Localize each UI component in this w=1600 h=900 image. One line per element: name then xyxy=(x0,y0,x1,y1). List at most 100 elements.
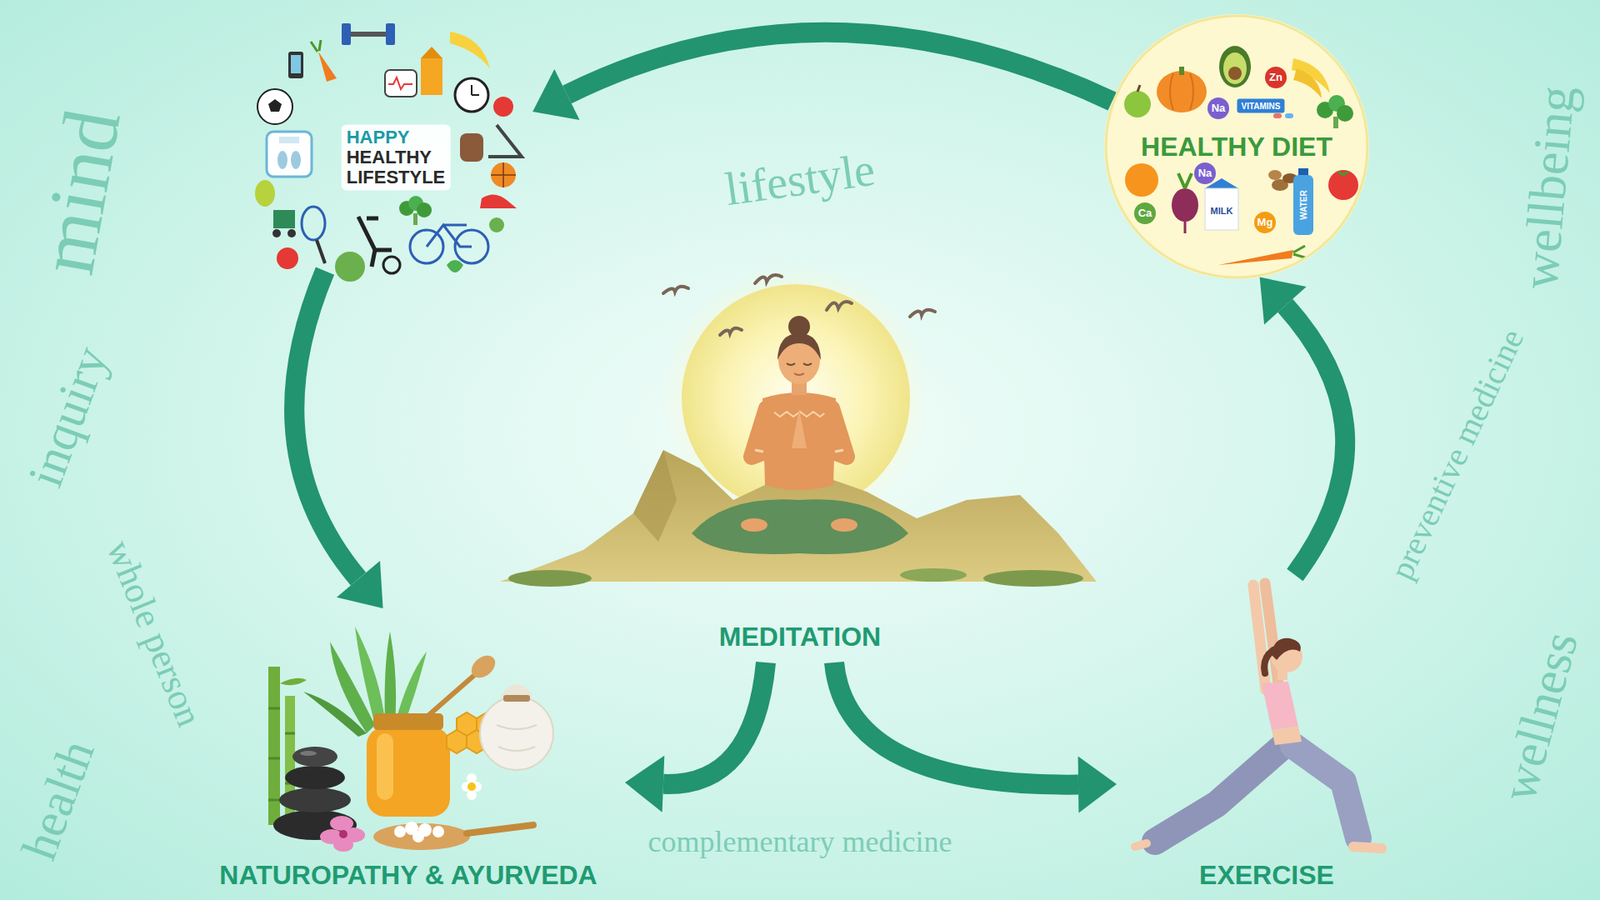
diet-disc xyxy=(1328,170,1359,200)
mineral-badge: Mg xyxy=(1254,211,1276,234)
meditating-woman xyxy=(755,450,844,452)
diet-disc xyxy=(1104,14,1370,280)
diet-disc xyxy=(1293,175,1314,235)
naturopathy-items xyxy=(466,790,477,800)
diet-disc xyxy=(1205,188,1239,230)
mineral-badge: Na xyxy=(1207,97,1230,120)
node-label: HAPPY HEALTHY LIFESTYLE xyxy=(341,124,451,190)
flow-arrow xyxy=(834,662,1117,814)
flow-arrow xyxy=(566,32,1112,102)
lifestyle-collage xyxy=(290,150,301,170)
diet-disc xyxy=(1179,66,1185,75)
meditating-woman xyxy=(740,518,768,532)
lifestyle-collage xyxy=(490,162,516,188)
meditating-woman xyxy=(794,373,805,375)
lifestyle-collage xyxy=(277,150,288,170)
lifestyle-collage xyxy=(318,51,337,82)
lifestyle-collage xyxy=(385,23,395,45)
lifestyle-collage xyxy=(488,125,522,157)
flow-arrow xyxy=(834,662,1079,785)
naturopathy-items xyxy=(432,825,445,838)
naturopathy-items xyxy=(339,830,348,839)
lifestyle-collage xyxy=(266,131,312,177)
diet-circle: HEALTHY DIETZnNaVITAMINSNaCaMILKMgWATER xyxy=(1104,14,1370,280)
lifestyle-collage xyxy=(255,23,522,282)
meditating-woman xyxy=(830,518,858,532)
naturopathy-items xyxy=(503,695,530,702)
meditation-scene xyxy=(633,450,677,542)
lifestyle-collage xyxy=(420,46,443,59)
naturopathy-items xyxy=(466,773,477,784)
mineral-badge: Ca xyxy=(1134,202,1156,225)
diet-disc xyxy=(1268,170,1282,180)
lifestyle-collage xyxy=(471,85,480,95)
circle-outline xyxy=(1105,15,1368,278)
naturopathy-items xyxy=(376,733,394,800)
diet-disc xyxy=(1218,250,1294,265)
diet-disc xyxy=(1124,90,1151,118)
exercise-figure xyxy=(1265,583,1280,690)
watermark-text: whole person xyxy=(97,534,211,733)
watermark-text: inquiry xyxy=(16,339,120,495)
circle-outline xyxy=(255,8,536,289)
diet-disc xyxy=(1219,45,1251,88)
lifestyle-collage xyxy=(460,133,484,162)
naturopathy-items xyxy=(385,631,397,724)
meditation-scene xyxy=(500,265,1097,587)
exercise-figure xyxy=(1353,846,1382,849)
meditating-woman xyxy=(786,363,812,365)
naturopathy-items xyxy=(279,787,351,813)
lifestyle-collage xyxy=(287,229,296,238)
lifestyle-collage xyxy=(385,70,417,97)
lifestyle-collage xyxy=(301,206,325,240)
lifestyle-collage xyxy=(272,229,281,238)
naturopathy-items xyxy=(467,650,500,682)
flow-arrow xyxy=(532,69,580,120)
diet-disc xyxy=(1285,113,1294,119)
lifestyle-collage xyxy=(257,89,293,125)
bottle-label: WATER xyxy=(1299,190,1309,220)
lifestyle-collage xyxy=(455,78,489,112)
flow-arrow xyxy=(663,662,766,785)
watermark-text: mind xyxy=(19,102,140,281)
node-caption: EXERCISE xyxy=(1199,860,1335,891)
diet-disc xyxy=(1338,171,1349,175)
naturopathy-items xyxy=(333,838,354,852)
diet-disc xyxy=(1125,163,1159,197)
diet-disc xyxy=(1170,73,1194,110)
naturopathy-items xyxy=(300,750,317,756)
lifestyle-collage xyxy=(490,162,516,188)
meditating-woman xyxy=(691,499,909,555)
exercise-figure xyxy=(1135,843,1147,847)
exercise-figure xyxy=(1293,745,1359,839)
mineral-badge: Zn xyxy=(1265,66,1287,89)
lifestyle-collage xyxy=(410,230,444,264)
node-caption: MEDITATION xyxy=(719,621,881,653)
watermark-text: lifestyle xyxy=(721,142,879,216)
flow-arrow xyxy=(625,755,665,813)
lifestyle-collage xyxy=(255,180,275,207)
naturopathy-items xyxy=(366,726,450,817)
lifestyle-collage xyxy=(480,194,517,209)
diet-disc xyxy=(1171,188,1199,222)
meditating-woman xyxy=(788,315,810,338)
lifestyle-collage xyxy=(446,260,464,273)
lifestyle-collage xyxy=(310,40,321,52)
meditation-scene xyxy=(681,284,910,513)
diet-disc xyxy=(1273,113,1282,119)
naturopathy-items xyxy=(394,821,445,843)
meditation-scene xyxy=(900,568,967,582)
flow-arrow xyxy=(1260,277,1307,325)
flow-arrow xyxy=(1285,305,1345,575)
meditating-woman xyxy=(791,408,807,449)
naturopathy-items xyxy=(280,678,307,686)
flow-arrow xyxy=(625,662,766,813)
lifestyle-collage xyxy=(341,23,351,45)
node-label: HEALTHY DIET xyxy=(1140,131,1333,163)
lifestyle-collage xyxy=(268,99,282,112)
naturopathy-items xyxy=(480,696,554,770)
naturopathy-items xyxy=(373,713,444,730)
